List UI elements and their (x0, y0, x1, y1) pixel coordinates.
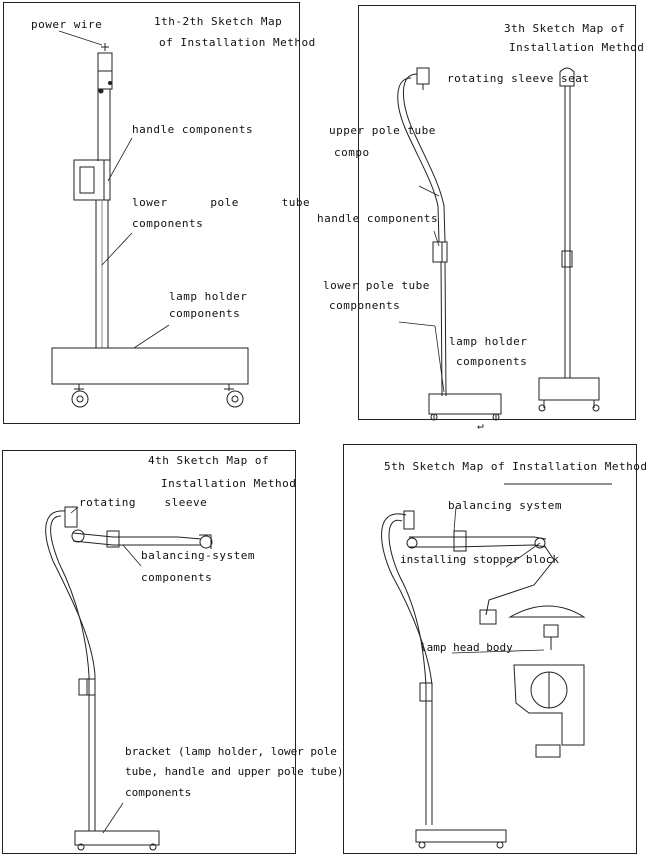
label-rotating-sleeve: rotating sleeve (79, 496, 208, 509)
title-line-2: Installation Method (161, 477, 297, 490)
label-balancing-line1: balancing-system (141, 549, 255, 562)
label-bracket-line3: components (125, 786, 192, 799)
panel-installation-5: 5th Sketch Map of Installation Method ba… (343, 444, 647, 854)
stand-drawing-1 (51, 30, 249, 408)
label-handle-components: handle components (132, 123, 254, 136)
label-lower-pole-line2: components (132, 217, 204, 230)
stand-drawing-3 (397, 67, 600, 421)
return-mark: ↵ (477, 419, 485, 432)
panel-installation-3: 3th Sketch Map of Installation Method ro… (317, 5, 644, 432)
label-lamp-holder-line1: lamp holder (169, 290, 248, 303)
label-balancing-line2: components (141, 571, 213, 584)
title: 5th Sketch Map of Installation Method (384, 460, 648, 473)
label-rotating-sleeve-seat: rotating sleeve seat (447, 72, 590, 85)
label-lamp-holder-line1: lamp holder (449, 335, 528, 348)
label-lower-pole-line1: lower pole tube (323, 279, 430, 292)
title-line-1: 4th Sketch Map of (148, 454, 270, 467)
label-lamp-head-body: lamp head body (420, 641, 513, 654)
label-upper-pole-line2: compo (334, 146, 370, 159)
stand-drawing-4 (45, 506, 213, 851)
label-installing-stopper-block: installing stopper block (400, 553, 559, 566)
stand-drawing-5 (381, 483, 612, 849)
panel-installation-4: 4th Sketch Map of Installation Method ro… (2, 450, 344, 854)
label-handle-components: handle components (317, 212, 439, 225)
label-bracket-line1: bracket (lamp holder, lower pole (125, 745, 337, 758)
label-upper-pole-line1: upper pole tube (329, 124, 436, 137)
title-line-1: 1th-2th Sketch Map (154, 15, 283, 28)
label-lower-pole-line2: components (329, 299, 401, 312)
label-lamp-holder-line2: components (456, 355, 528, 368)
label-lamp-holder-line2: components (169, 307, 241, 320)
label-balancing-system: balancing system (448, 499, 562, 512)
panel-installation-1-2: 1th-2th Sketch Map of Installation Metho… (3, 2, 315, 424)
label-power-wire: power wire (31, 18, 103, 31)
title-line-2: Installation Method (509, 41, 645, 54)
title-line-1: 3th Sketch Map of (504, 22, 626, 35)
label-lower-pole-line1: lower pole tube (132, 196, 311, 209)
title-line-2: of Installation Method (159, 36, 316, 49)
label-bracket-line2: tube, handle and upper pole tube) (125, 765, 344, 778)
